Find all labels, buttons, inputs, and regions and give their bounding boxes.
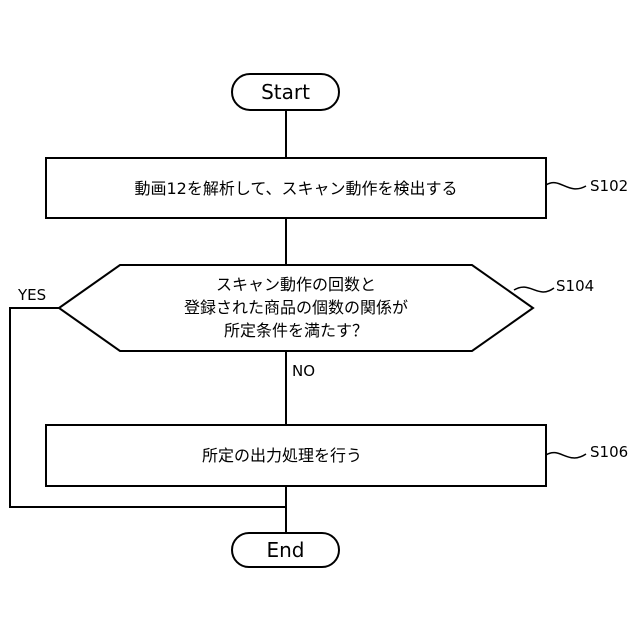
process-step-s102: 動画12を解析して、スキャン動作を検出する: [46, 158, 546, 218]
step-s106-ref-leader: [546, 453, 586, 458]
decision-s104-line-3: 所定条件を満たす？: [224, 321, 368, 340]
step-s102-text: 動画12を解析して、スキャン動作を検出する: [134, 179, 457, 198]
end-terminal: End: [232, 533, 339, 567]
decision-s104-line-2: 登録された商品の個数の関係が: [184, 298, 408, 317]
process-step-s106: 所定の出力処理を行う: [46, 425, 546, 486]
no-branch-label: NO: [292, 362, 315, 380]
start-terminal: Start: [232, 74, 339, 110]
step-s102-ref-leader: [546, 183, 586, 189]
decision-s104-line-1: スキャン動作の回数と: [216, 275, 376, 294]
start-label: Start: [261, 80, 310, 104]
yes-branch-label: YES: [17, 286, 46, 304]
step-s106-ref: S106: [590, 443, 628, 461]
decision-s104-ref-leader: [514, 287, 554, 292]
step-s106-text: 所定の出力処理を行う: [202, 446, 362, 465]
decision-s104-ref: S104: [556, 277, 594, 295]
decision-s104: スキャン動作の回数と 登録された商品の個数の関係が 所定条件を満たす？: [59, 265, 533, 351]
step-s102-ref: S102: [590, 177, 628, 195]
end-label: End: [266, 538, 304, 562]
